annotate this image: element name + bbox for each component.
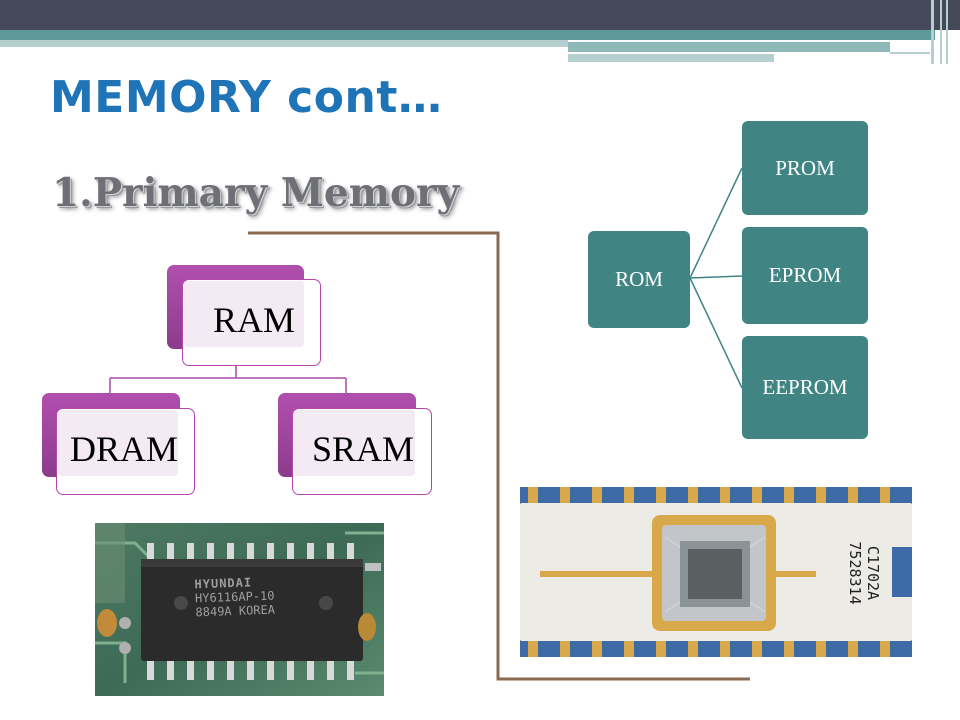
ram-label: RAM bbox=[213, 300, 296, 340]
header-bar bbox=[0, 0, 960, 30]
rom-node: ROM bbox=[588, 231, 690, 328]
header-accent-bar-right-light bbox=[568, 54, 774, 62]
header-vertical-line bbox=[946, 0, 948, 64]
header-vertical-line bbox=[931, 0, 934, 64]
ram-chip-photo: HYUNDAI HY6116AP-10 8849A KOREA bbox=[95, 523, 384, 696]
header-accent-bar-right bbox=[568, 42, 890, 52]
rom-tree-connectors bbox=[689, 167, 743, 389]
rom-chip-serial: 7528314 bbox=[846, 541, 864, 605]
slide-number: 15 bbox=[903, 14, 919, 31]
ram-chip-origin: 8849A KOREA bbox=[195, 602, 276, 620]
header-accent-bar-light bbox=[0, 40, 568, 47]
sram-label: SRAM bbox=[312, 429, 415, 469]
eeprom-node: EEPROM bbox=[742, 336, 868, 439]
header-vertical-line bbox=[940, 0, 942, 64]
eprom-node: EPROM bbox=[742, 227, 868, 324]
slide-title: MEMORY cont… bbox=[50, 72, 443, 123]
header-thin-line bbox=[890, 52, 930, 54]
header-accent-bar bbox=[0, 30, 935, 40]
rom-chip-model: C1702A bbox=[864, 545, 882, 601]
bracket-divider bbox=[248, 231, 750, 681]
prom-node: PROM bbox=[742, 121, 868, 215]
dram-label: DRAM bbox=[70, 429, 179, 469]
slide-subtitle: 1.Primary Memory bbox=[52, 170, 460, 216]
rom-chip-photo: C1702A 7528314 bbox=[520, 487, 912, 657]
